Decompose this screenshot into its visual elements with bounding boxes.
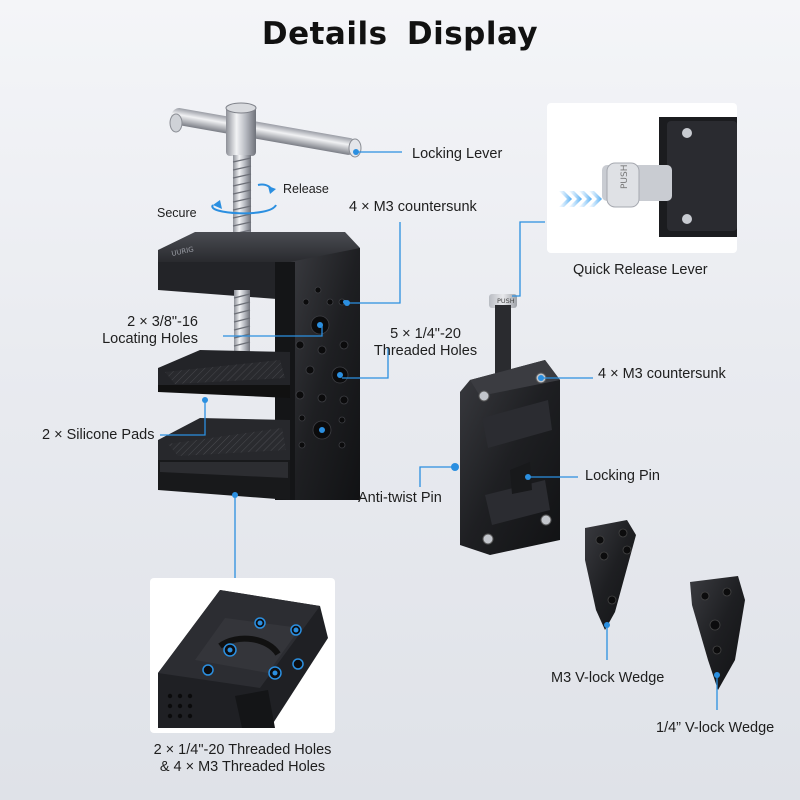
m3-wedge-label: M3 V-lock Wedge xyxy=(551,670,665,686)
secure-label: Secure xyxy=(157,206,197,220)
mount-plate: PUSH xyxy=(451,294,560,555)
locating-holes-label: 2 × 3/8"-16 Locating Holes xyxy=(78,314,198,348)
page-title: Details Display xyxy=(261,16,539,52)
quick-release-illustration: PUSH xyxy=(559,117,737,237)
countersunk-top-label: 4 × M3 countersunk xyxy=(349,199,477,215)
quarter-wedge xyxy=(690,576,745,710)
release-label: Release xyxy=(283,182,329,196)
bottom-holes-line1: 2 × 1/4"-20 Threaded Holes xyxy=(153,742,332,758)
threaded-holes-line2: Threaded Holes xyxy=(373,343,478,359)
plate-callouts xyxy=(419,221,593,487)
c-clamp: UURIG xyxy=(158,102,362,500)
quick-release-inset: PUSH xyxy=(547,103,737,253)
clamp-body-front xyxy=(290,248,360,500)
svg-text:PUSH: PUSH xyxy=(620,165,630,190)
svg-text:PUSH: PUSH xyxy=(497,297,515,305)
silicone-pads-label: 2 × Silicone Pads xyxy=(42,427,155,443)
rotate-arrow-icon xyxy=(211,204,277,215)
locking-pin-label: Locking Pin xyxy=(585,468,660,484)
t-handle-hub xyxy=(226,106,256,156)
threaded-holes-label: 5 × 1/4"-20 Threaded Holes xyxy=(368,326,483,360)
quick-release-lever-label: Quick Release Lever xyxy=(573,262,708,278)
clamp-callouts xyxy=(160,151,402,578)
m3-wedge xyxy=(585,520,636,660)
locking-lever-label: Locking Lever xyxy=(412,146,503,162)
bottom-holes-label: 2 × 1/4"-20 Threaded Holes & 4 × M3 Thre… xyxy=(140,742,345,776)
arrow-icon xyxy=(559,191,602,207)
threaded-holes-line1: 5 × 1/4"-20 xyxy=(390,326,461,342)
anti-twist-pin-label: Anti-twist Pin xyxy=(358,490,442,506)
quarter-wedge-label: 1/4” V-lock Wedge xyxy=(656,720,775,736)
bottom-holes-line2: & 4 × M3 Threaded Holes xyxy=(159,759,326,775)
bottom-view-illustration xyxy=(158,590,328,728)
locating-holes-line2: Locating Holes xyxy=(102,331,198,347)
locating-holes-line1: 2 × 3/8"-16 xyxy=(127,314,198,330)
bottom-view-inset xyxy=(150,578,335,733)
countersunk-plate-label: 4 × M3 countersunk xyxy=(598,366,726,382)
t-handle-bar xyxy=(171,108,357,155)
